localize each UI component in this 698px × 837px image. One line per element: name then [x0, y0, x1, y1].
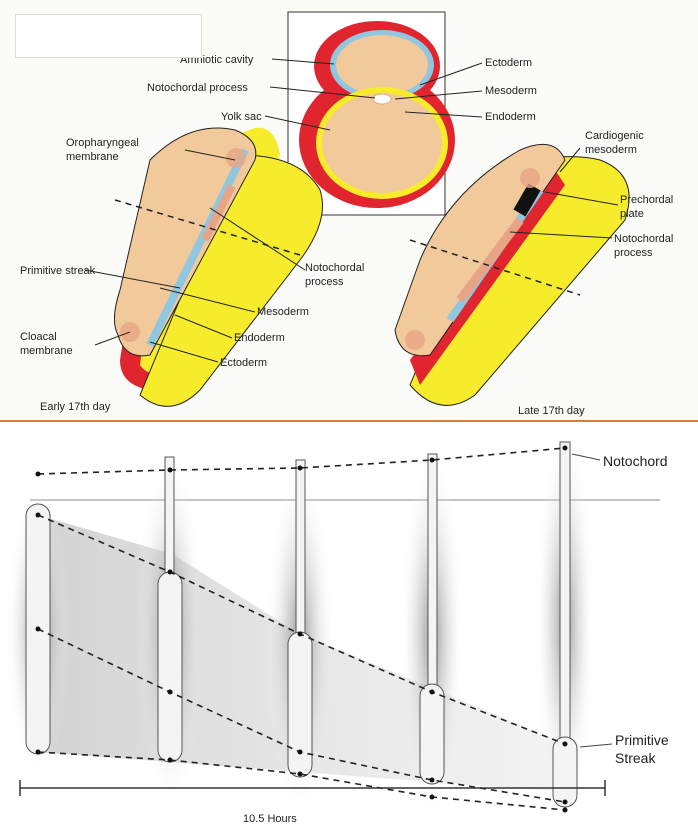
- label-cardiogenic-1: Cardiogenic: [585, 130, 644, 142]
- label-endoderm-center: Endoderm: [485, 111, 536, 123]
- label-notochord: Notochord: [603, 453, 668, 469]
- streak-4: [400, 447, 464, 827]
- label-mesoderm-center: Mesoderm: [485, 85, 537, 97]
- label-cloacal-2: membrane: [20, 345, 73, 357]
- label-cardiogenic-2: mesoderm: [585, 144, 637, 156]
- amniotic-cavity-shape: [336, 35, 428, 95]
- label-oropharyngeal-2: membrane: [66, 151, 119, 163]
- notochordal-process-dot: [373, 94, 391, 104]
- label-ectoderm-left: Ectoderm: [220, 357, 267, 369]
- label-primitive-2: Streak: [615, 750, 656, 766]
- label-mesoderm-left: Mesoderm: [257, 306, 309, 318]
- label-notochordal-right-1: Notochordal: [614, 233, 673, 245]
- caption-early: Early 17th day: [40, 401, 111, 413]
- streak-3: [266, 460, 334, 822]
- yolk-sac-shape: [322, 93, 442, 193]
- embryo-diagram: Amniotic cavity Notochordal process Yolk…: [0, 0, 698, 420]
- label-primitive-1: Primitive: [615, 732, 669, 748]
- caption-late: Late 17th day: [518, 405, 585, 417]
- label-ectoderm-center: Ectoderm: [485, 57, 532, 69]
- redacted-box: [15, 14, 202, 58]
- label-cloacal-1: Cloacal: [20, 331, 57, 343]
- streak-1: [6, 482, 70, 782]
- label-notochordal-left-1: Notochordal: [305, 262, 364, 274]
- streak-regression-diagram: Notochord Primitive Streak 10.5 Hours: [0, 422, 698, 832]
- early-embryo: [114, 128, 322, 407]
- label-notochordal-left-2: process: [305, 276, 344, 288]
- streak-5: [535, 422, 595, 822]
- label-primitive-streak: Primitive streak: [20, 265, 96, 277]
- label-oropharyngeal-1: Oropharyngeal: [66, 137, 139, 149]
- streak-regression-panel: Notochord Primitive Streak 10.5 Hours: [0, 422, 698, 832]
- label-endoderm-left: Endoderm: [234, 332, 285, 344]
- label-prechordal-2: plate: [620, 208, 644, 220]
- label-prechordal-1: Prechordal: [620, 194, 673, 206]
- embryo-diagram-panel: Amniotic cavity Notochordal process Yolk…: [0, 0, 698, 420]
- label-notochordal-right-2: process: [614, 247, 653, 259]
- label-yolk-sac: Yolk sac: [221, 111, 262, 123]
- label-notochordal-process-center: Notochordal process: [147, 82, 248, 94]
- time-label: 10.5 Hours: [243, 813, 297, 825]
